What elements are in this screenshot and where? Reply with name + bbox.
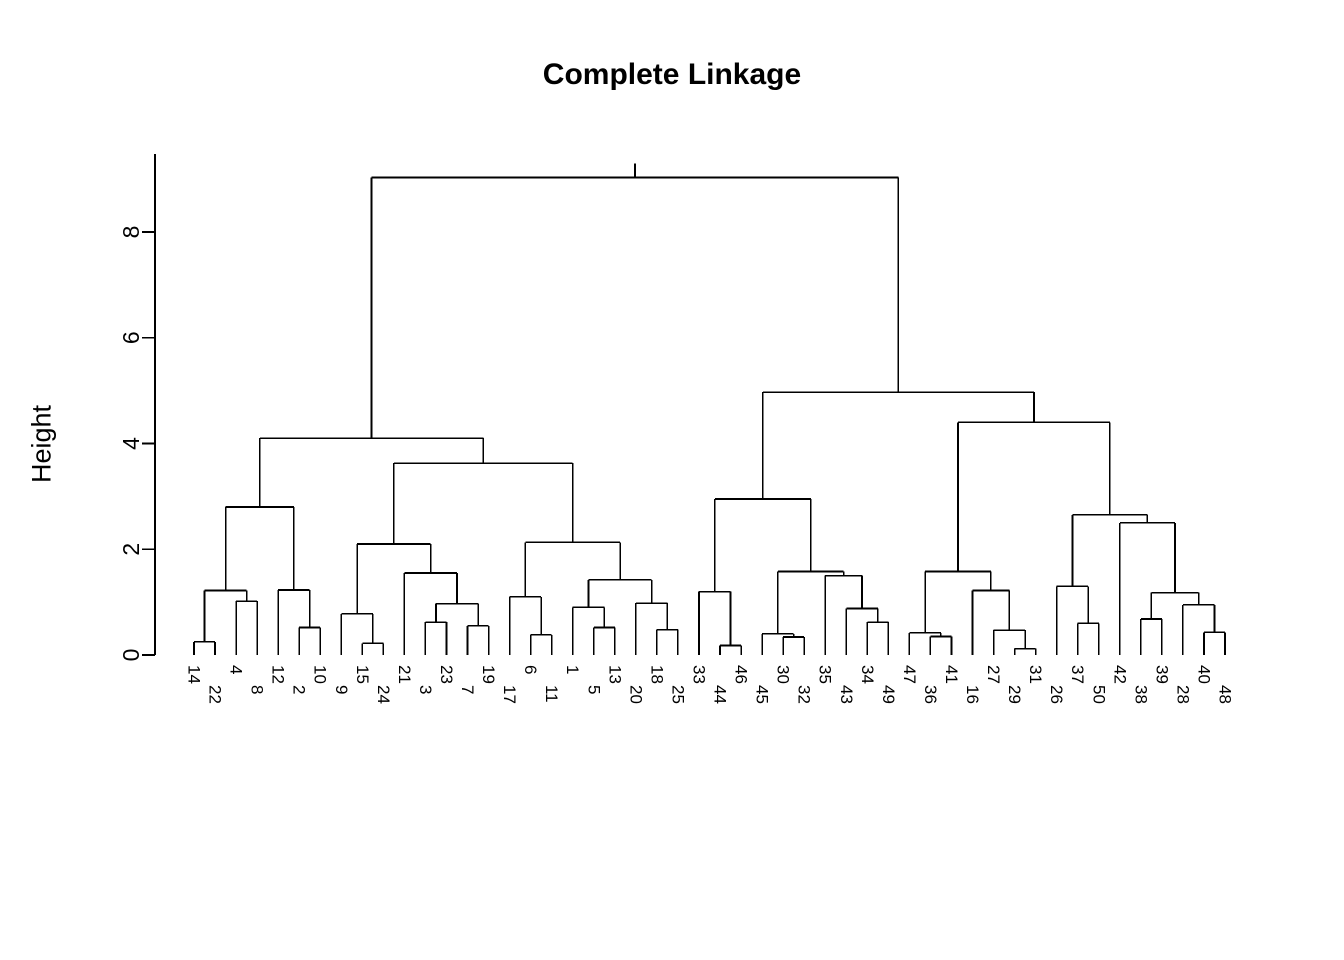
leaf-label: 44	[711, 685, 730, 704]
leaf-label: 50	[1089, 685, 1108, 704]
leaf-label: 20	[626, 685, 645, 704]
leaf-label: 30	[774, 665, 793, 684]
page-title: Complete Linkage	[542, 58, 802, 91]
leaf-label: 42	[1110, 665, 1129, 684]
leaf-label: 40	[1194, 665, 1213, 684]
leaf-label: 18	[647, 665, 666, 684]
leaf-label: 24	[374, 685, 393, 704]
leaf-label: 8	[248, 685, 267, 694]
leaf-label: 6	[521, 665, 540, 674]
leaf-label: 36	[921, 685, 940, 704]
leaf-label: 31	[1026, 665, 1045, 684]
leaf-label: 10	[311, 665, 330, 684]
leaf-label: 21	[395, 665, 414, 684]
leaf-label: 15	[353, 665, 372, 684]
leaf-label: 1	[563, 665, 582, 674]
leaf-label: 43	[837, 685, 856, 704]
y-axis-tick-label: 2	[118, 543, 144, 556]
leaf-label: 4	[227, 665, 246, 674]
leaf-label: 14	[185, 665, 204, 684]
y-axis-tick-label: 4	[118, 437, 144, 450]
leaf-label: 11	[542, 685, 561, 703]
y-axis-tick-label: 0	[118, 649, 144, 662]
leaf-label: 47	[900, 665, 919, 684]
leaf-label: 32	[795, 685, 814, 704]
leaf-label: 28	[1173, 685, 1192, 704]
leaf-label: 19	[479, 665, 498, 684]
leaf-label: 22	[206, 685, 225, 704]
leaf-label: 38	[1131, 685, 1150, 704]
leaf-label: 46	[732, 665, 751, 684]
leaf-label: 7	[458, 685, 477, 694]
leaf-label: 3	[416, 685, 435, 694]
leaf-label: 25	[668, 685, 687, 704]
leaf-label: 16	[963, 685, 982, 704]
leaf-label: 49	[879, 685, 898, 704]
leaf-label: 5	[584, 685, 603, 694]
leaf-label: 17	[500, 685, 519, 704]
y-axis-tick-label: 6	[118, 331, 144, 344]
leaf-label: 33	[689, 665, 708, 684]
leaf-label: 26	[1047, 685, 1066, 704]
leaf-label: 29	[1005, 685, 1024, 704]
leaf-label: 41	[942, 665, 961, 684]
leaf-label: 35	[816, 665, 835, 684]
leaf-label: 9	[332, 685, 351, 694]
leaf-label: 48	[1216, 685, 1235, 704]
leaf-label: 34	[858, 665, 877, 684]
dendrogram-tree	[193, 163, 1226, 655]
leaf-labels: 1422481221091524213237191761115132018253…	[185, 665, 1235, 704]
leaf-label: 45	[753, 685, 772, 704]
leaf-label: 23	[437, 665, 456, 684]
y-axis-tick-label: 8	[118, 226, 144, 239]
leaf-label: 13	[605, 665, 624, 684]
leaf-label: 2	[290, 685, 309, 694]
y-axis: 0 2 4 6 8	[118, 154, 156, 662]
leaf-label: 37	[1068, 665, 1087, 684]
leaf-label: 27	[984, 665, 1003, 684]
leaf-label: 12	[269, 665, 288, 684]
leaf-label: 39	[1152, 665, 1171, 684]
